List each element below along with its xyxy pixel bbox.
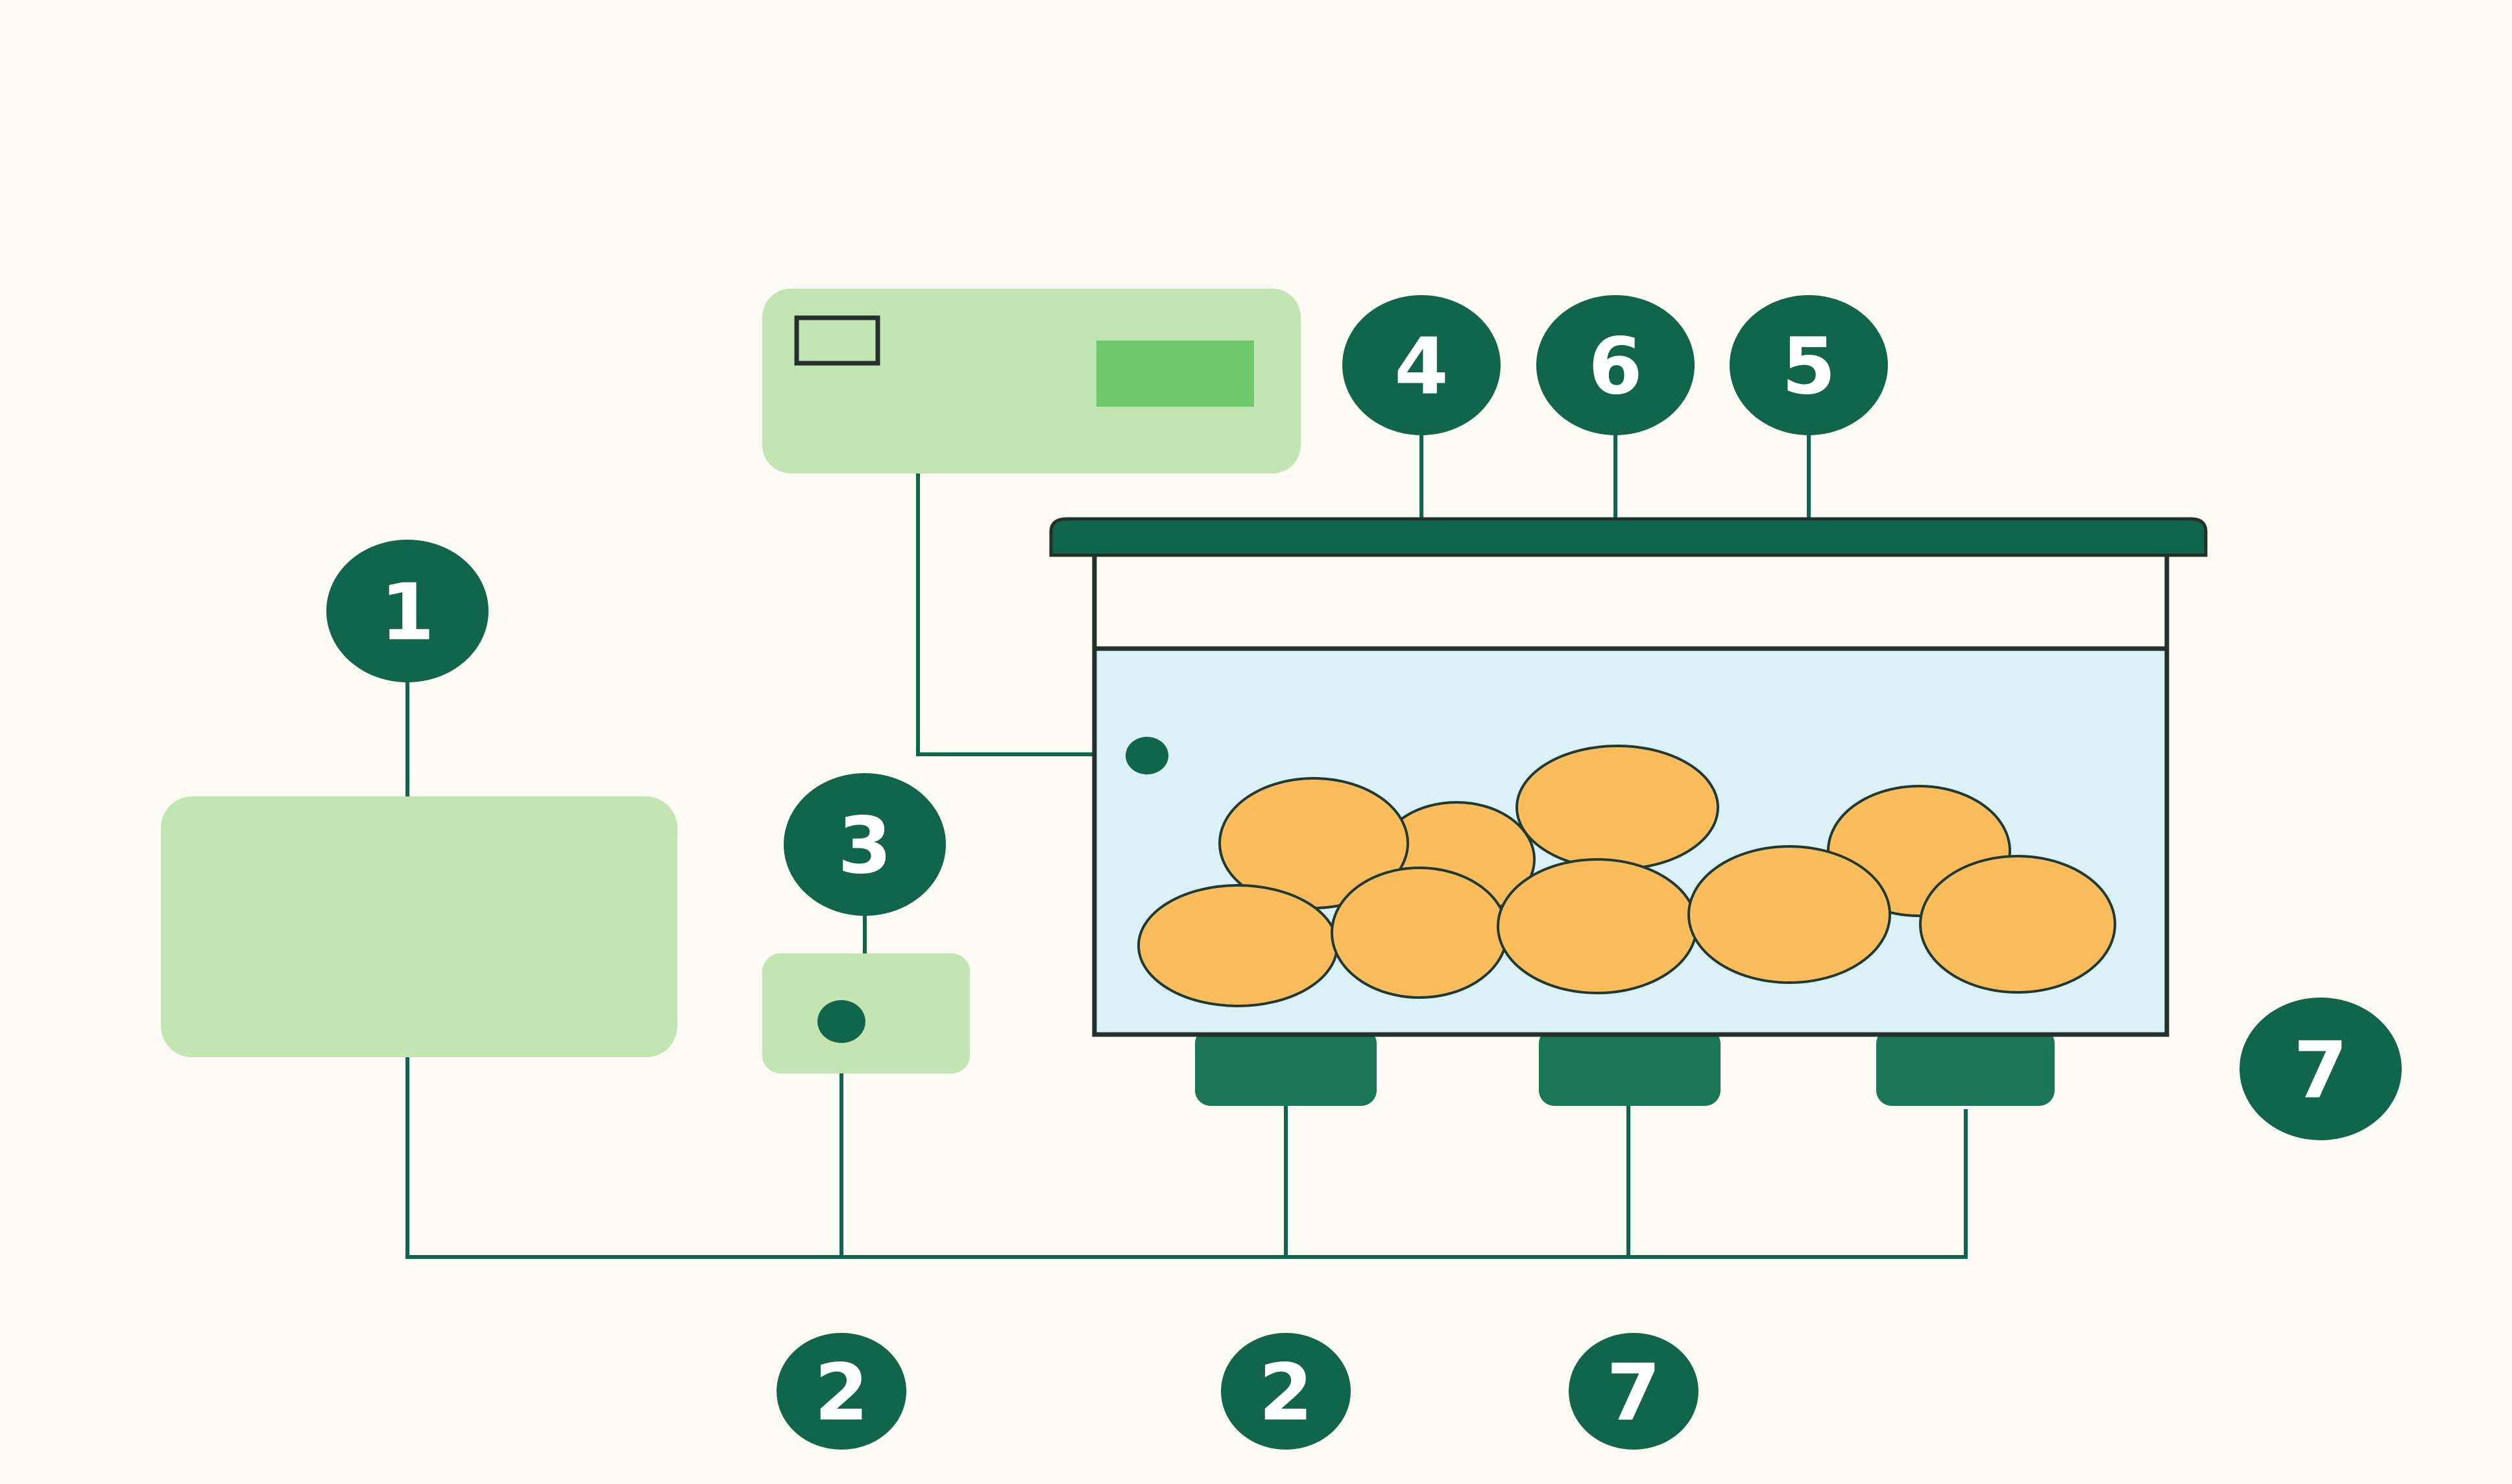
callout-6: 6 <box>1536 295 1695 435</box>
heater-foot-2 <box>1539 1028 1721 1106</box>
callout-7-bottom: 7 <box>1569 1333 1698 1450</box>
svg-text:7: 7 <box>2293 1026 2348 1116</box>
heater-foot-3 <box>1876 1028 2055 1106</box>
display-panel-body <box>762 289 1301 473</box>
svg-text:3: 3 <box>838 802 892 892</box>
callout-7-right: 7 <box>2240 998 2402 1140</box>
temperature-sensor <box>1126 737 1168 774</box>
bottom-bus-line <box>405 1057 1968 1259</box>
display-screen <box>1096 341 1254 407</box>
heater-foot-1 <box>1195 1028 1377 1106</box>
svg-text:2: 2 <box>1259 1348 1313 1439</box>
egg <box>1137 884 1338 1007</box>
callout-4: 4 <box>1342 295 1501 435</box>
tank-lid <box>1049 517 2208 557</box>
incubator-tank <box>1049 517 2208 1106</box>
power-unit <box>762 953 970 1073</box>
controller-box <box>161 796 677 1057</box>
callout-2-left: 2 <box>777 1333 906 1450</box>
svg-text:5: 5 <box>1781 322 1836 413</box>
egg <box>1497 858 1698 994</box>
display-sensor-line <box>916 473 1135 756</box>
svg-text:6: 6 <box>1588 322 1643 413</box>
egg <box>1516 745 1719 870</box>
svg-text:1: 1 <box>380 568 435 658</box>
display-panel <box>762 289 1301 473</box>
power-unit-port <box>817 1000 865 1043</box>
svg-text:7: 7 <box>1606 1348 1661 1439</box>
egg <box>1687 845 1891 984</box>
callout-5: 5 <box>1730 295 1888 435</box>
egg <box>1331 867 1508 999</box>
callout-1-top: 1 <box>326 540 489 682</box>
display-indicator-outline <box>794 315 880 366</box>
callout-3: 3 <box>784 773 946 916</box>
eggs-group <box>1137 745 2116 1007</box>
svg-text:2: 2 <box>814 1348 869 1439</box>
power-unit-body <box>762 953 970 1073</box>
svg-text:4: 4 <box>1394 322 1449 413</box>
egg <box>1919 855 2116 994</box>
callout-2-middle: 2 <box>1221 1333 1351 1450</box>
callouts: 1 3 4 6 5 7 2 2 <box>326 295 2402 1450</box>
